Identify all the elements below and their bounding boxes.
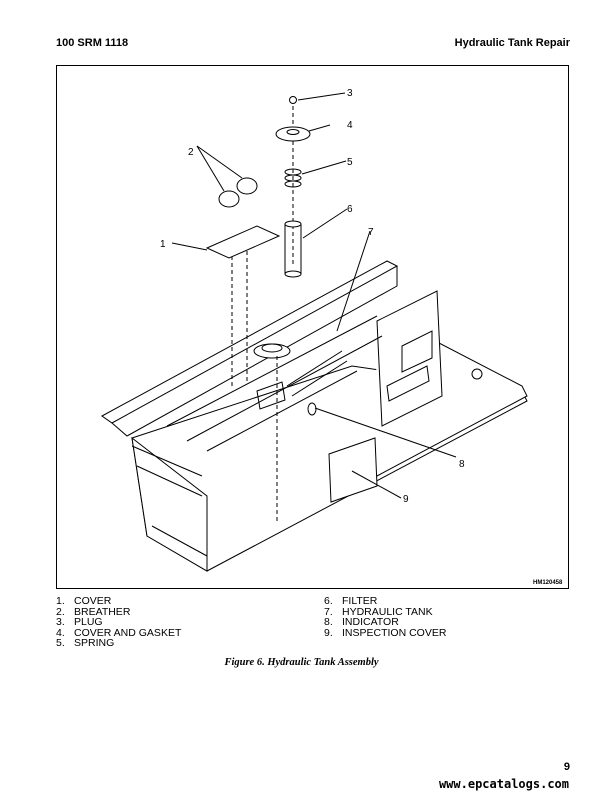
breather-a bbox=[218, 190, 240, 208]
legend-text: PLUG bbox=[74, 616, 103, 629]
drawing-id: HM120458 bbox=[533, 580, 563, 586]
legend-text: FILTER bbox=[342, 595, 378, 607]
legend-item: 8. INDICATOR bbox=[324, 617, 446, 628]
hydraulic-tank-drawing: 3 4 5 6 2 1 7 8 9 HM120458 bbox=[101, 88, 563, 586]
legend-item: 4. COVER AND GASKET bbox=[56, 628, 181, 639]
parts-legend-right: 6. FILTER 7. HYDRAULIC TANK 8. INDICATOR 9.… bbox=[324, 596, 446, 638]
inspection-cover-shape bbox=[328, 437, 378, 503]
page-number: 9 bbox=[563, 761, 570, 773]
legend-number: 5. bbox=[56, 637, 65, 650]
legend-item: 3. PLUG bbox=[56, 617, 181, 628]
legend-number: 6. bbox=[324, 595, 333, 607]
breather-b bbox=[236, 177, 258, 195]
legend-number: 8. bbox=[324, 616, 333, 629]
callout-2: 2 bbox=[188, 147, 194, 158]
legend-item: 5. SPRING bbox=[56, 638, 181, 649]
legend-text: INSPECTION COVER bbox=[342, 626, 447, 639]
legend-text: COVER AND GASKET bbox=[74, 626, 182, 639]
callout-7: 7 bbox=[368, 227, 374, 238]
callout-9: 9 bbox=[403, 494, 409, 505]
figure-caption: Figure 6. Hydraulic Tank Assembly bbox=[224, 657, 379, 668]
legend-number: 4. bbox=[56, 626, 65, 639]
legend-item: 6. FILTER bbox=[324, 596, 446, 607]
figure-frame: 3 4 5 6 2 1 7 8 9 HM120458 bbox=[56, 65, 569, 589]
legend-number: 3. bbox=[56, 616, 65, 629]
legend-item: 7. HYDRAULIC TANK bbox=[324, 605, 446, 618]
callout-3: 3 bbox=[347, 88, 353, 99]
legend-number: 7. bbox=[324, 605, 333, 618]
callout-4: 4 bbox=[347, 120, 353, 131]
filter-cylinder bbox=[284, 224, 302, 274]
callout-6: 6 bbox=[347, 204, 353, 215]
watermark-url: www.epcatalogs.com bbox=[438, 777, 569, 791]
legend-number: 9. bbox=[324, 626, 333, 639]
legend-text: COVER bbox=[74, 595, 112, 607]
cover-plate bbox=[205, 225, 281, 259]
parts-legend-left: 1. COVER 2. BREATHER 3. PLUG 4. COVER AND GA… bbox=[56, 596, 181, 649]
section-title: Hydraulic Tank Repair bbox=[454, 37, 570, 49]
legend-text: INDICATOR bbox=[342, 616, 399, 629]
legend-number: 1. bbox=[56, 595, 65, 607]
callout-5: 5 bbox=[347, 157, 353, 168]
legend-text: SPRING bbox=[74, 637, 115, 650]
legend-item: 1. COVER bbox=[56, 596, 181, 607]
legend-item: 9. INSPECTION COVER bbox=[324, 628, 446, 639]
document-number: 100 SRM 1118 bbox=[56, 37, 129, 49]
legend-text: BREATHER bbox=[74, 605, 131, 618]
callout-1: 1 bbox=[160, 239, 166, 250]
callout-8: 8 bbox=[459, 459, 465, 470]
legend-text: HYDRAULIC TANK bbox=[342, 605, 433, 618]
tank-left-end bbox=[131, 436, 208, 572]
legend-number: 2. bbox=[56, 605, 65, 618]
legend-item: 2. BREATHER bbox=[56, 605, 181, 618]
